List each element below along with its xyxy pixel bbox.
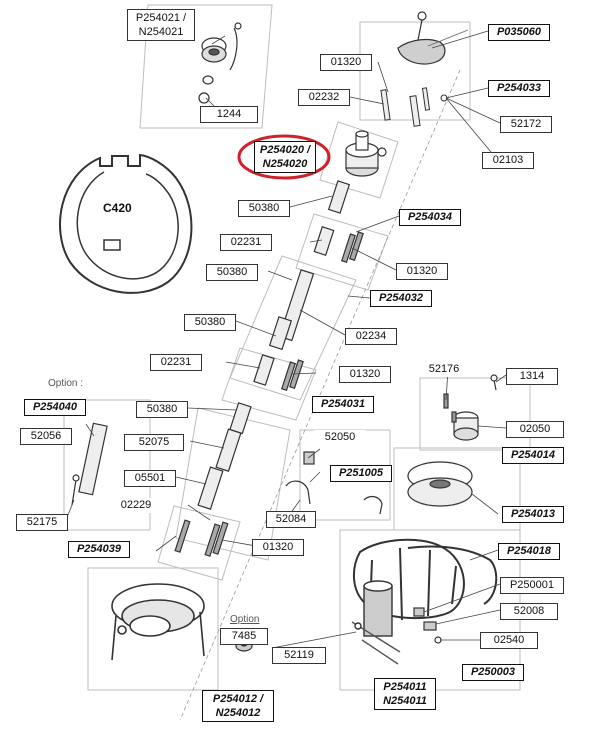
part-label-p254039: P254039 (68, 541, 130, 558)
top-pins (380, 87, 448, 127)
part-label-p035060: P035060 (488, 24, 550, 41)
part-label-50380-a: 50380 (238, 200, 290, 217)
panel-top-left (139, 4, 273, 129)
highlight-circle (237, 134, 331, 180)
part-label-p254033: P254033 (488, 80, 550, 97)
part-label-1314: 1314 (506, 368, 558, 385)
part-label-02229: 02229 (110, 498, 162, 513)
part-label-52056: 52056 (20, 428, 72, 445)
part-label-1244: 1244 (200, 106, 258, 123)
option-note-bottom: Option (230, 614, 260, 625)
part-label-52172: 52172 (500, 116, 552, 133)
part-label-52050: 52050 (314, 430, 366, 445)
part-label-p254014: P254014 (502, 447, 564, 464)
part-label-p254020: P254020 /N254020 (254, 141, 316, 173)
base-stand (351, 580, 401, 665)
bearing-assembly (198, 22, 242, 104)
part-label-52176: 52176 (418, 362, 470, 377)
part-label-p254040: P254040 (24, 399, 86, 416)
part-label-01320-d: 01320 (252, 539, 304, 556)
part-label-p254021: P254021 /N254021 (127, 9, 195, 41)
part-label-50380-c: 50380 (184, 314, 236, 331)
panel-p254013 (393, 447, 521, 531)
part-label-01320-top: 01320 (320, 54, 372, 71)
c420-clip-ring (59, 153, 193, 294)
part-label-50380-d: 50380 (136, 401, 188, 418)
tube-sections (174, 180, 364, 557)
part-label-01320-c: 01320 (339, 366, 391, 383)
part-label-p254034: P254034 (399, 209, 461, 226)
part-label-02234: 02234 (345, 328, 397, 345)
panel-p254032 (229, 255, 357, 401)
part-label-c420: C420 (103, 201, 132, 215)
part-label-50380-b: 50380 (206, 264, 258, 281)
spool-part (407, 461, 473, 507)
part-label-p250001: P250001 (500, 577, 564, 594)
panel-p254034 (295, 213, 389, 291)
part-label-p250003: P250003 (462, 664, 524, 681)
part-label-p254018: P254018 (498, 543, 560, 560)
option-note-left: Option : (48, 378, 84, 389)
panel-p254039 (157, 505, 241, 581)
part-label-p254032: P254032 (370, 290, 432, 307)
part-label-02231-a: 02231 (220, 234, 272, 251)
part-label-05501: 05501 (124, 470, 176, 487)
part-label-02232: 02232 (298, 89, 350, 106)
part-label-p254031: P254031 (312, 396, 374, 413)
p254020-part (345, 130, 387, 177)
part-label-p254013: P254013 (502, 506, 564, 523)
part-label-52119: 52119 (272, 647, 326, 664)
part-label-52084: 52084 (266, 511, 316, 528)
panel-p254031 (175, 407, 291, 561)
part-label-02231-b: 02231 (150, 354, 202, 371)
part-label-52175: 52175 (16, 514, 68, 531)
part-label-7485: 7485 (220, 628, 268, 645)
part-label-p254012: P254012 /N254012 (202, 690, 274, 722)
top-socket-assembly (397, 11, 469, 65)
clip-parts (285, 451, 383, 515)
reel-assembly (111, 583, 205, 661)
panel-p254020 (319, 121, 399, 199)
part-label-02103: 02103 (482, 152, 534, 169)
axis-line (179, 69, 461, 721)
panel-p035060 (359, 21, 471, 121)
part-label-52075: 52075 (124, 434, 184, 451)
part-label-02050: 02050 (506, 421, 564, 438)
panel-p254040 (63, 399, 151, 531)
part-label-02540: 02540 (480, 632, 538, 649)
option-tube (71, 422, 108, 506)
ring-fitting (443, 374, 498, 441)
part-label-p251005: P251005 (330, 465, 392, 482)
part-label-52008: 52008 (500, 603, 558, 620)
part-label-01320-b: 01320 (396, 263, 448, 280)
